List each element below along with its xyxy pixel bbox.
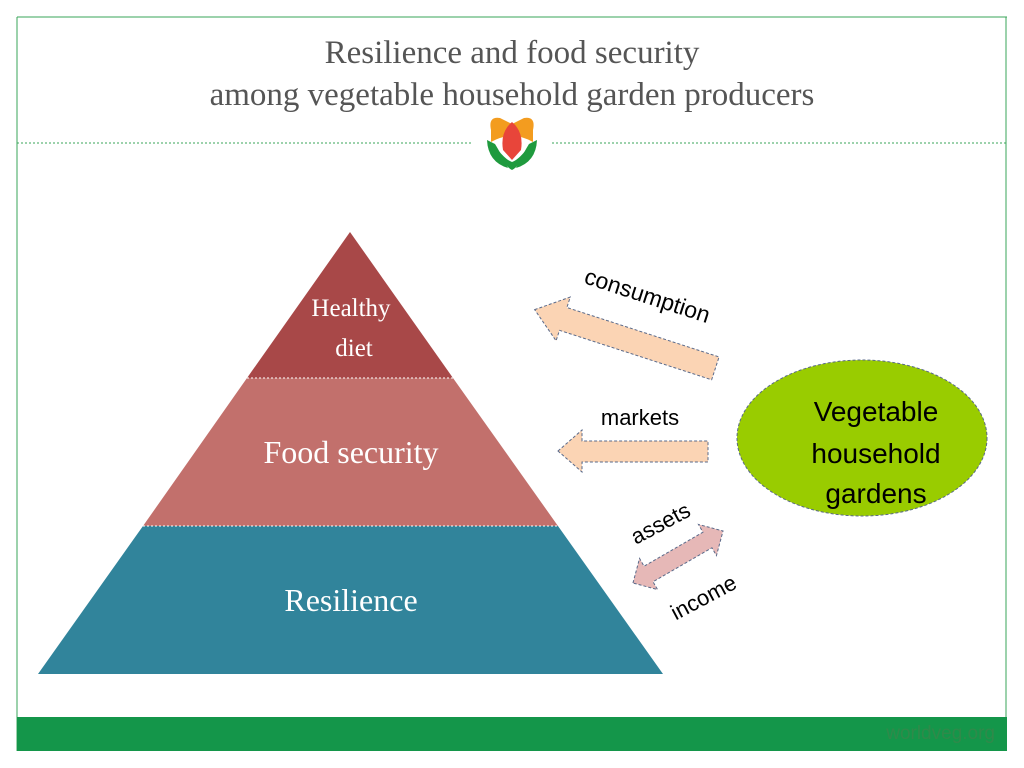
pyramid-top-healthy-diet bbox=[247, 232, 453, 378]
garden-label-2: household bbox=[811, 438, 940, 469]
markets-label: markets bbox=[601, 405, 679, 430]
vegetable-household-gardens-ellipse bbox=[736, 359, 988, 517]
healthy-diet-label-2: diet bbox=[335, 335, 373, 362]
title-line-2: among vegetable household garden produce… bbox=[209, 77, 815, 113]
footer-url: worldveg.org bbox=[886, 723, 995, 744]
resilience-label: Resilience bbox=[284, 582, 417, 618]
assets-income-double-arrow bbox=[632, 523, 724, 591]
worldveg-logo-icon bbox=[487, 117, 537, 170]
markets-arrow bbox=[557, 428, 709, 474]
footer-bar: worldveg.org bbox=[17, 717, 1007, 751]
garden-label-3: gardens bbox=[825, 478, 926, 509]
slide-title: Resilience and food security among veget… bbox=[0, 32, 1024, 116]
consumption-label: consumption bbox=[581, 263, 713, 328]
assets-label: assets bbox=[627, 497, 695, 549]
income-label: income bbox=[666, 570, 740, 625]
food-security-label: Food security bbox=[263, 434, 438, 470]
garden-label-1: Vegetable bbox=[814, 396, 939, 427]
pyramid-middle-food-security bbox=[143, 378, 558, 526]
healthy-diet-label-1: Healthy bbox=[311, 295, 391, 322]
title-line-1: Resilience and food security bbox=[324, 35, 700, 71]
consumption-arrow bbox=[533, 296, 720, 381]
pyramid-bottom-resilience bbox=[38, 526, 663, 674]
